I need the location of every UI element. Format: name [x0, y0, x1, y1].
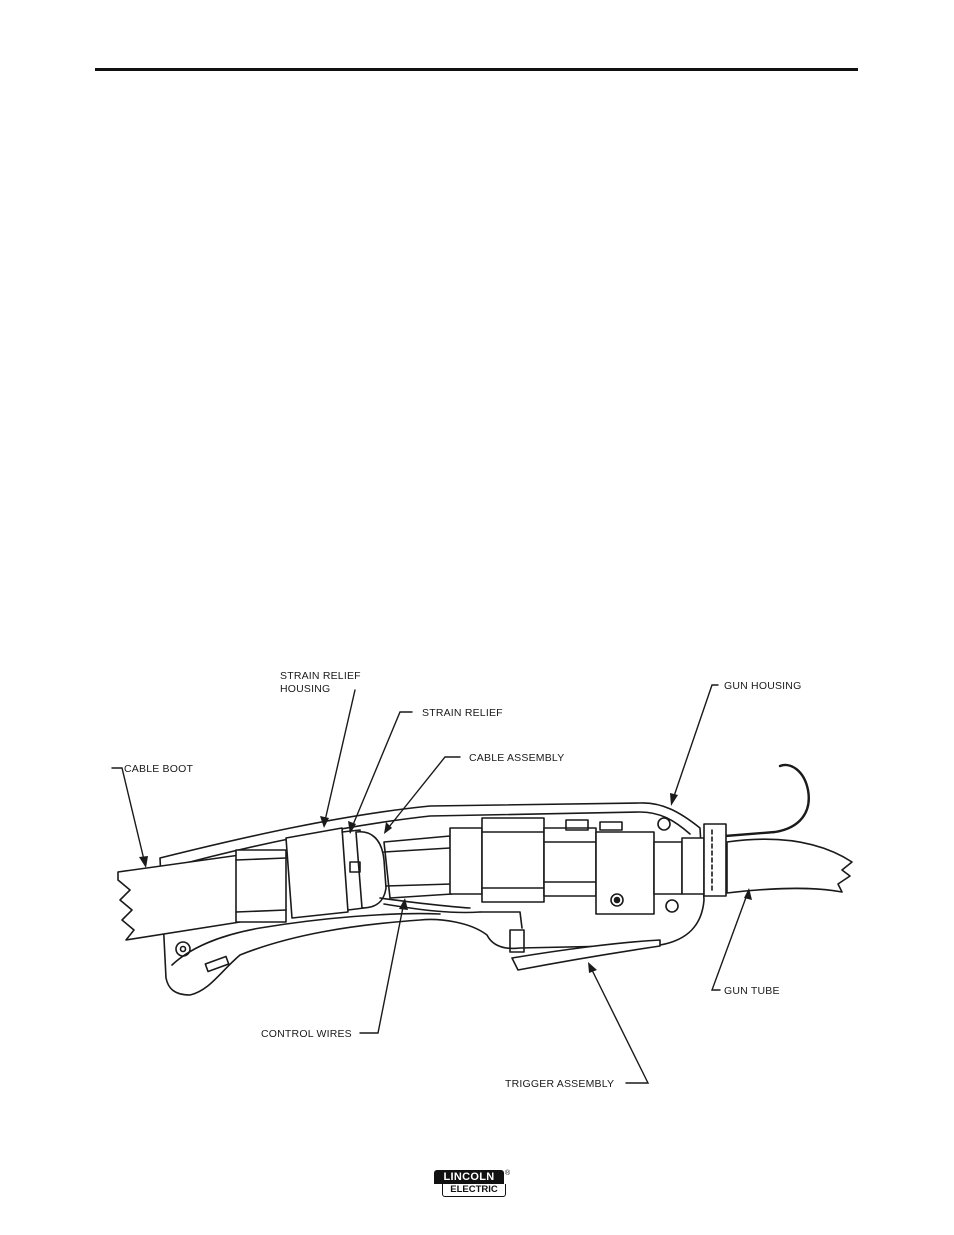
label-cable-assembly: CABLE ASSEMBLY [469, 752, 564, 764]
label-trigger-assembly: TRIGGER ASSEMBLY [505, 1078, 614, 1090]
hook-wire [725, 765, 809, 836]
cable-assembly [384, 836, 452, 898]
gun-tube [727, 839, 852, 893]
label-control-wires: CONTROL WIRES [261, 1028, 352, 1040]
label-cable-boot: CABLE BOOT [124, 763, 193, 775]
logo-top: LINCOLN [434, 1170, 504, 1184]
label-gun-housing: GUN HOUSING [724, 680, 801, 692]
label-strain-relief-housing-1: STRAIN RELIEF [280, 670, 361, 682]
label-strain-relief: STRAIN RELIEF [422, 707, 503, 719]
lincoln-electric-logo: LINCOLN ® ELECTRIC [434, 1170, 512, 1198]
connector-block [596, 832, 654, 914]
strain-relief-housing [286, 828, 348, 918]
label-gun-tube: GUN TUBE [724, 985, 780, 997]
logo-registered-mark: ® [505, 1170, 510, 1178]
label-strain-relief-housing-2: HOUSING [280, 683, 330, 695]
logo-bottom: ELECTRIC [442, 1184, 506, 1197]
